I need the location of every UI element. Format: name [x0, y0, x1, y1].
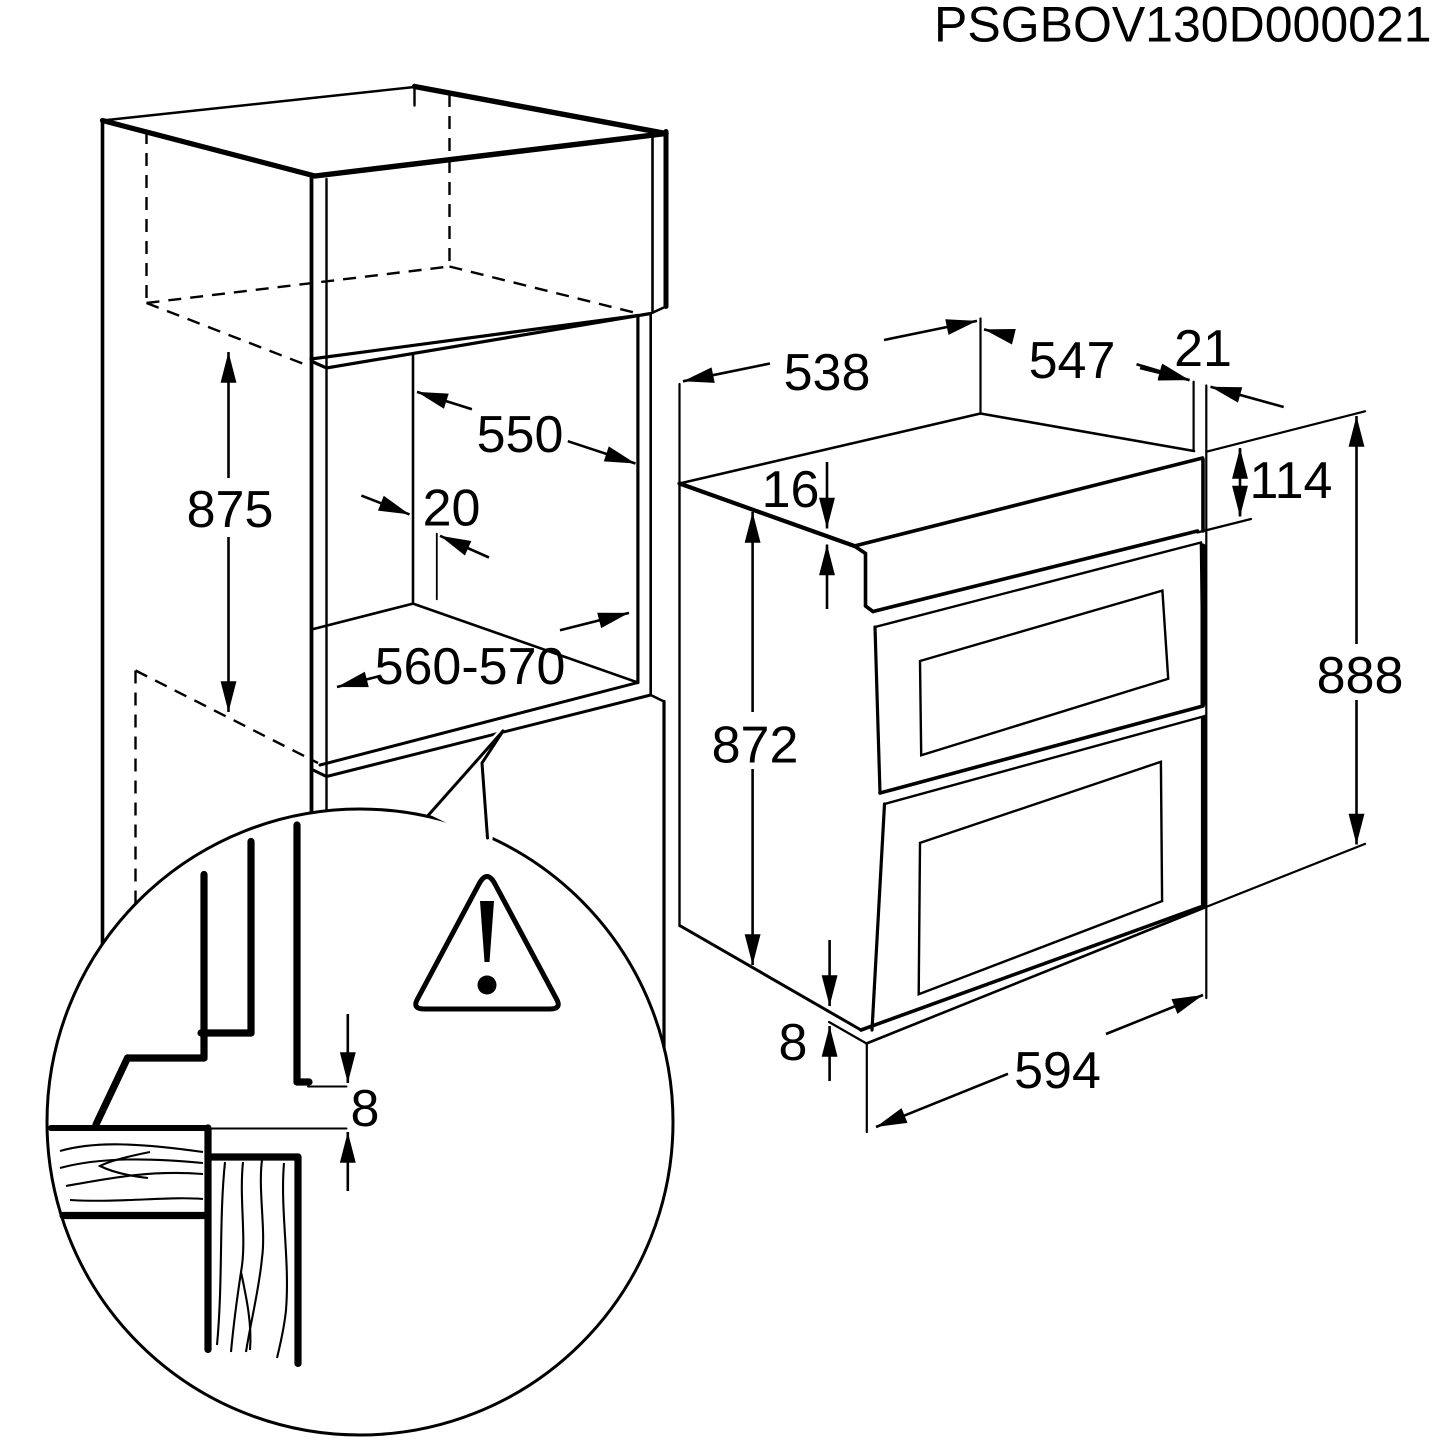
svg-text:PSGBOV130D000021: PSGBOV130D000021 [934, 0, 1432, 53]
svg-text:114: 114 [1250, 452, 1333, 510]
svg-text:538: 538 [784, 344, 871, 402]
svg-text:16: 16 [762, 461, 820, 519]
svg-text:594: 594 [1014, 1042, 1101, 1100]
svg-text:560-570: 560-570 [375, 638, 566, 696]
svg-text:550: 550 [477, 406, 564, 464]
svg-text:21: 21 [1174, 320, 1232, 378]
svg-text:547: 547 [1029, 332, 1116, 390]
svg-text:8: 8 [351, 1080, 380, 1138]
svg-text:888: 888 [1317, 647, 1404, 705]
svg-text:872: 872 [712, 717, 799, 775]
svg-text:20: 20 [423, 480, 481, 538]
svg-text:8: 8 [779, 1014, 808, 1072]
svg-text:875: 875 [187, 481, 274, 539]
